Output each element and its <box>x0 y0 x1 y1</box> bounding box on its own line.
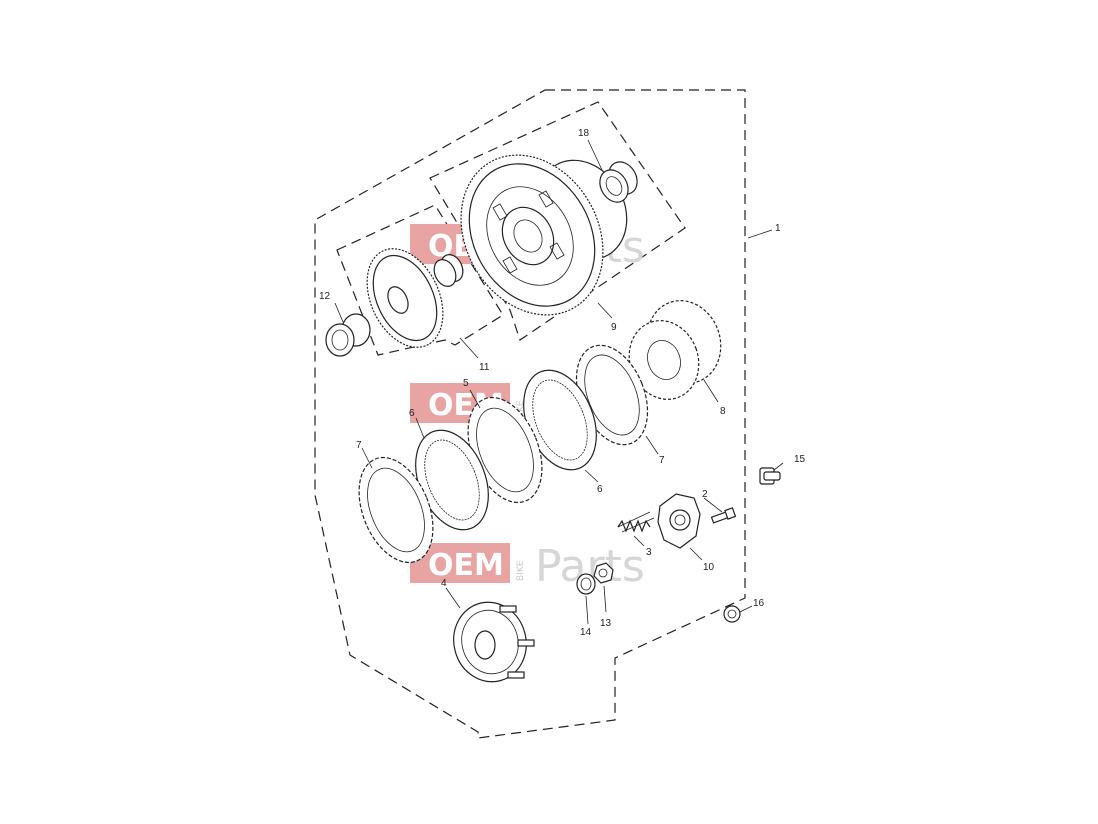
part-6-steel-plate-lower <box>415 429 489 531</box>
callout-7-upper: 7 <box>659 455 665 466</box>
callout-12: 12 <box>319 291 331 302</box>
callout-18: 18 <box>578 128 590 139</box>
group-boundary-item-11 <box>336 204 504 356</box>
callout-1: 1 <box>775 223 781 234</box>
part-18-needle-bearing <box>599 161 638 203</box>
callout-3: 3 <box>646 547 652 558</box>
callout-10: 10 <box>703 562 715 573</box>
callout-11: 11 <box>479 362 490 373</box>
callout-6-lower: 6 <box>409 408 415 419</box>
part-6-steel-plate-upper <box>523 369 597 471</box>
part-13-nut <box>593 562 614 584</box>
callout-6-upper: 6 <box>597 484 603 495</box>
watermark-oem-text: OEM <box>428 548 504 583</box>
part-12-bush <box>325 313 371 357</box>
part-16-washer <box>723 605 741 623</box>
part-7-friction-plate-lower <box>358 456 434 564</box>
part-11-starter-gear <box>366 248 464 348</box>
callout-4: 4 <box>441 578 447 589</box>
callout-13: 13 <box>600 618 612 629</box>
part-10-retainer <box>657 493 701 549</box>
part-15-plug <box>759 467 781 485</box>
callout-7-lower: 7 <box>356 440 362 451</box>
callout-8: 8 <box>720 406 726 417</box>
leader-lines <box>334 139 784 625</box>
callout-15: 15 <box>794 454 806 465</box>
part-2-bolt <box>710 507 737 524</box>
part-14-washer <box>576 573 596 595</box>
part-9-clutch-basket <box>460 154 628 316</box>
callout-2: 2 <box>702 489 708 500</box>
part-8-clutch-hub <box>628 300 722 400</box>
part-4-pressure-plate <box>453 601 535 683</box>
assembly-boundary-outer <box>314 89 746 739</box>
part-3-spring <box>617 511 655 533</box>
watermark-bike-text: BIKE <box>516 560 526 581</box>
callout-16: 16 <box>753 598 765 609</box>
callout-5: 5 <box>463 378 469 389</box>
watermark-bike-text: BIKE <box>516 400 526 421</box>
callout-9: 9 <box>611 322 617 333</box>
callout-14: 14 <box>580 627 592 638</box>
callouts: 1 2 3 4 5 6 6 7 7 8 9 10 11 12 13 14 15 … <box>319 128 806 638</box>
